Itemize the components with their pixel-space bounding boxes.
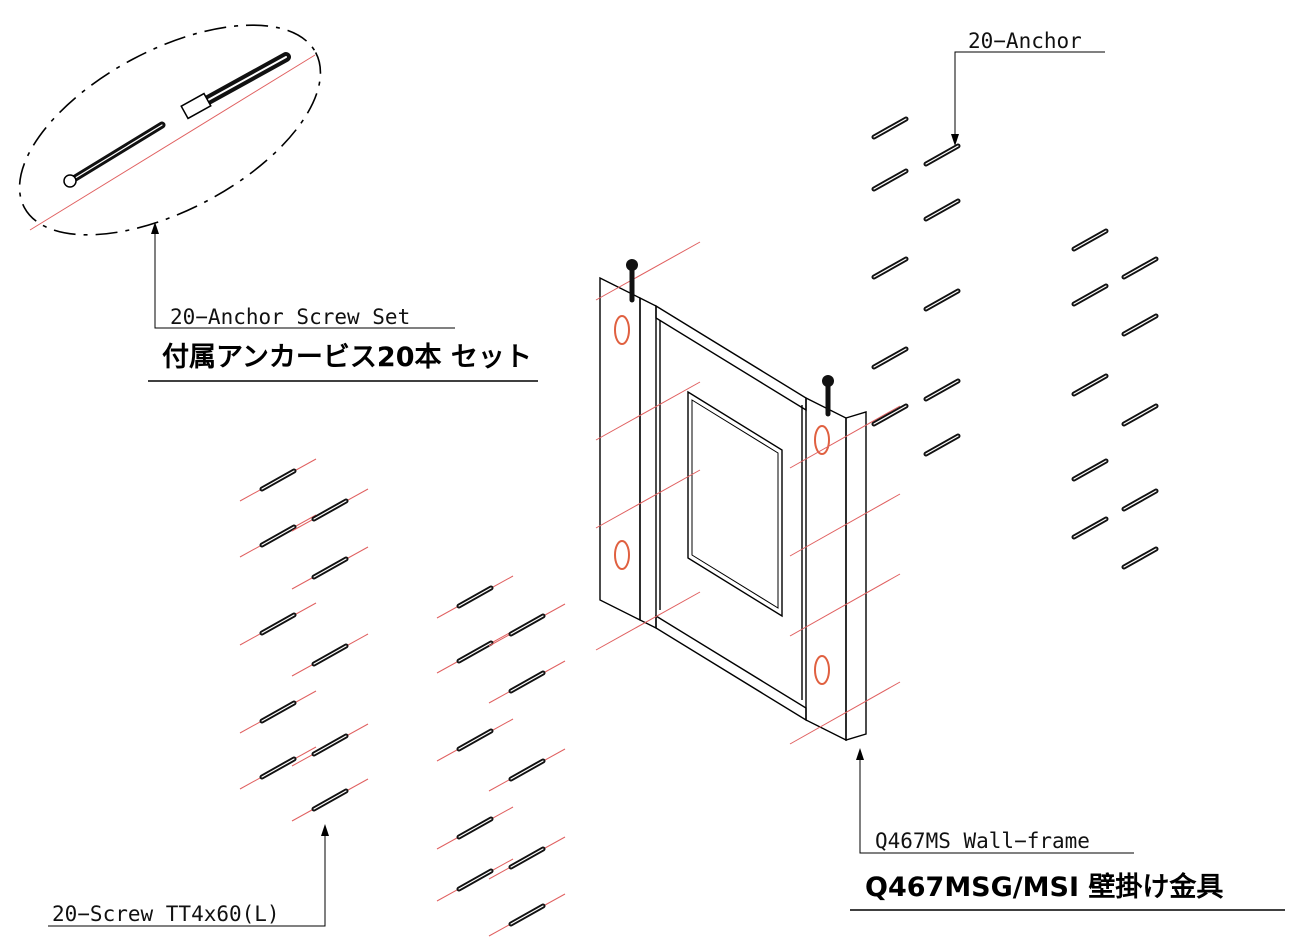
screw-icon bbox=[239, 458, 317, 502]
anchor-leader bbox=[954, 51, 1105, 142]
anchor-icon bbox=[871, 116, 909, 140]
anchor-icon bbox=[871, 346, 909, 370]
screw-icon bbox=[488, 893, 566, 937]
screw-icon bbox=[239, 746, 317, 790]
screw-icon bbox=[436, 630, 514, 674]
screw-icon bbox=[291, 723, 369, 767]
anchor-label: 20−Anchor bbox=[968, 29, 1082, 53]
wall-frame-leader bbox=[859, 752, 1134, 854]
anchor-icon bbox=[1071, 228, 1109, 252]
anchor-icon bbox=[923, 433, 961, 457]
anchor-icon bbox=[1071, 516, 1109, 540]
screw-icon bbox=[436, 718, 514, 762]
screw-icon bbox=[291, 778, 369, 822]
screw-icon bbox=[488, 603, 566, 647]
wall-frame-jp-label: Q467MSG/MSI 壁掛け金具 bbox=[865, 871, 1223, 903]
anchor-screw-set-jp-label: 付属アンカービス20本 セット bbox=[162, 342, 532, 373]
screw-icon bbox=[436, 806, 514, 850]
screw-icon bbox=[291, 633, 369, 677]
anchor-screw-set-label: 20−Anchor Screw Set bbox=[170, 305, 410, 329]
anchor-icon bbox=[1071, 373, 1109, 397]
screw-icon bbox=[488, 748, 566, 792]
screw-icon bbox=[239, 690, 317, 734]
screw-cluster bbox=[239, 458, 566, 937]
screw-icon bbox=[436, 575, 514, 619]
screw-icon bbox=[436, 858, 514, 902]
anchor-icon bbox=[1121, 403, 1159, 427]
screw-icon bbox=[488, 836, 566, 880]
screw-icon bbox=[291, 546, 369, 590]
wall-frame-label: Q467MS Wall−frame bbox=[875, 829, 1090, 853]
anchor-icon bbox=[1121, 546, 1159, 570]
screw-icon bbox=[291, 488, 369, 532]
screw-label: 20−Screw TT4x60(L) bbox=[52, 902, 280, 926]
anchor-icon bbox=[923, 288, 961, 312]
anchor-cluster bbox=[871, 116, 1159, 570]
anchor-icon bbox=[923, 378, 961, 402]
screw-icon bbox=[239, 514, 317, 558]
wall-frame bbox=[595, 241, 901, 745]
anchor-icon bbox=[871, 256, 909, 280]
anchor-icon bbox=[1121, 488, 1159, 512]
detail-ellipse bbox=[18, 24, 322, 236]
anchor-screw-set-detail bbox=[18, 24, 322, 236]
anchor-icon bbox=[871, 168, 909, 192]
anchor-icon bbox=[1121, 313, 1159, 337]
anchor-icon bbox=[1121, 256, 1159, 280]
anchor-icon bbox=[1071, 458, 1109, 482]
anchor-screw-set-leader bbox=[154, 225, 455, 329]
screw-icon bbox=[239, 602, 317, 646]
screw-icon bbox=[488, 660, 566, 704]
anchor-icon bbox=[1071, 283, 1109, 307]
anchor-icon bbox=[923, 198, 961, 222]
anchor-icon bbox=[871, 403, 909, 427]
anchor-icon bbox=[923, 143, 961, 167]
screw-leader bbox=[48, 828, 326, 927]
